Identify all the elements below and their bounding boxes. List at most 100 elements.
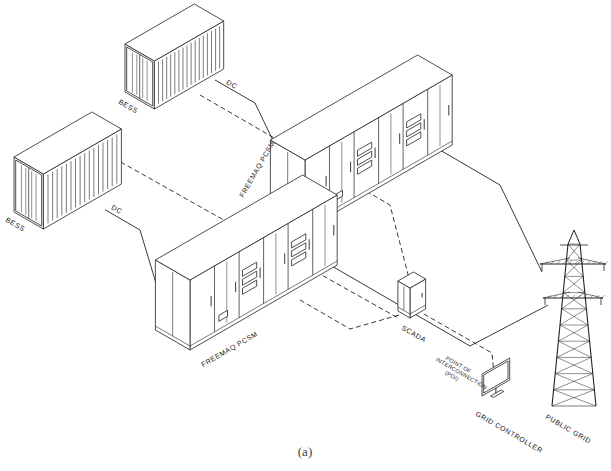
door-handle (309, 239, 310, 250)
detail-line (540, 264, 606, 265)
connector-path (105, 210, 158, 290)
detail-line (557, 357, 591, 358)
detail-line (562, 308, 587, 309)
container-rib (199, 38, 200, 80)
section-line (263, 238, 264, 304)
detail-line (560, 245, 588, 246)
locking-bar (142, 58, 143, 98)
detail-line (548, 295, 551, 298)
monitor-stand (495, 388, 496, 393)
section-line (288, 223, 289, 289)
detail-line (558, 341, 591, 357)
container-rib (178, 50, 179, 92)
detail-line (563, 261, 566, 264)
door-seam (390, 113, 391, 174)
door-seam (275, 233, 276, 294)
detail-line (568, 244, 582, 260)
equipment-node: SCADA (395, 270, 429, 320)
container-rib (215, 29, 216, 71)
locking-bar (132, 52, 133, 92)
connector-path (300, 300, 399, 329)
power-line (330, 265, 548, 346)
container-rib (75, 159, 76, 208)
section-line (312, 209, 313, 275)
locking-bar (147, 61, 148, 101)
equipment-illustration (152, 172, 340, 354)
door-handle (284, 253, 285, 263)
equipment-node: BESS (122, 2, 226, 112)
container-rib (170, 55, 171, 97)
equipment-illustration (122, 2, 226, 112)
detail-line (578, 292, 603, 298)
container-rib (162, 59, 163, 101)
door-handle (399, 133, 400, 144)
door-handle (350, 162, 351, 173)
container-rib (93, 148, 94, 197)
locking-bar (136, 55, 137, 95)
equipment-label: BESS (5, 216, 27, 233)
container-rib (183, 48, 184, 90)
transmission-tower (540, 230, 608, 406)
detail-line (555, 373, 593, 374)
container-rib (48, 174, 49, 223)
detail-line (543, 298, 603, 299)
detail-line (566, 295, 569, 298)
detail-line (562, 293, 585, 309)
detail-line (552, 406, 596, 407)
detail-line (557, 341, 590, 357)
door-seam (403, 287, 404, 311)
equipment-label: GRID CONTROLLER (475, 410, 545, 454)
detail-line (558, 325, 588, 341)
door-handle (448, 105, 449, 116)
detail-line (565, 260, 582, 276)
detail-line (560, 325, 588, 326)
detail-line (540, 258, 570, 264)
detail-line (566, 244, 580, 260)
detail-line (558, 341, 589, 342)
equipment-node: BESS (10, 108, 125, 232)
detail-line (601, 298, 602, 305)
locking-bar (21, 165, 22, 212)
container-rib (174, 52, 175, 94)
detail-line (587, 261, 590, 264)
detail-line (565, 276, 585, 292)
plinth-line (410, 305, 426, 314)
door-handle (375, 148, 376, 159)
cabinet-top (155, 175, 337, 280)
door-seam (28, 168, 29, 219)
section-line (214, 266, 215, 332)
equipment-node: GRID CONTROLLER (476, 356, 516, 406)
detail-line (554, 389, 595, 390)
door-seam (172, 272, 173, 336)
door-seam (325, 205, 326, 266)
connector-path (330, 265, 548, 346)
power-line (440, 150, 542, 272)
detail-line (545, 261, 548, 264)
container-rib (98, 145, 99, 194)
section-line (378, 118, 379, 184)
container-rib (103, 143, 104, 192)
locking-bar (36, 174, 37, 221)
container-door (16, 160, 42, 226)
container-rib (219, 26, 220, 68)
detail-line (581, 261, 584, 264)
equipment-label: SCADA (401, 324, 428, 344)
equipment-label: PUBLIC GRID (545, 413, 593, 445)
detail-line (554, 374, 593, 390)
detail-line (578, 258, 606, 264)
display-panel (219, 310, 228, 321)
detail-line (554, 390, 596, 406)
detail-line (593, 261, 596, 264)
container-rib (203, 36, 204, 78)
container-rib (66, 164, 67, 213)
detail-line (574, 230, 580, 244)
detail-line (568, 230, 574, 244)
container-rib (84, 153, 85, 202)
door-handle (333, 225, 334, 236)
detail-line (604, 264, 605, 271)
detail-line (590, 295, 593, 298)
door-seam (440, 85, 441, 146)
detail-line (542, 264, 543, 271)
container-rib (158, 62, 159, 104)
